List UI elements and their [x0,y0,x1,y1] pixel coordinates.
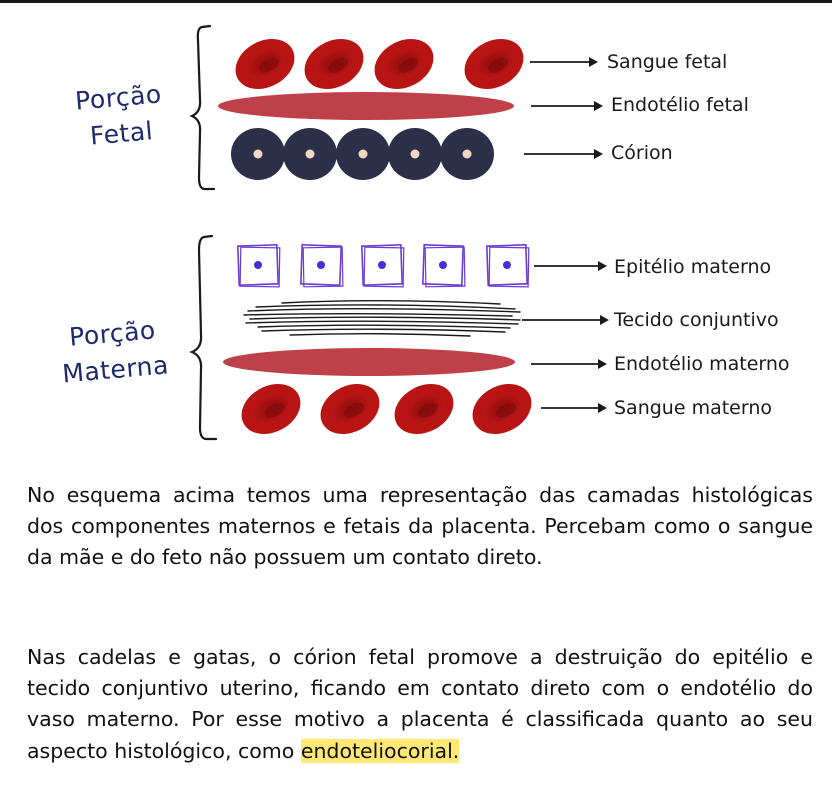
label-arrow [530,57,598,67]
epithelium-cell [422,244,466,288]
epithelium-cell [361,244,405,288]
paragraph-classification-main: Nas cadelas e gatas, o córion fetal prom… [27,645,813,763]
chorion-cell [440,128,494,180]
label-endotelio-fetal: Endotélio fetal [611,94,749,116]
label-arrow [534,261,607,271]
epithelium-cell [300,244,344,288]
fetal-rbc [304,39,364,89]
maternal-rbc [394,384,454,434]
fetal-bracket [189,24,216,191]
paragraph-classification: Nas cadelas e gatas, o córion fetal prom… [27,642,813,767]
paragraph-description: No esquema acima temos uma representação… [27,483,813,570]
chorion-cell [283,128,337,180]
label-arrow [522,315,609,325]
fetal-endothelium [218,92,514,120]
top-rule [0,0,832,3]
maternal-rbc [241,384,301,434]
fetal-rbc [464,39,524,89]
label-tecido-conjuntivo: Tecido conjuntivo [614,309,779,331]
maternal-rbc [472,384,532,434]
label-epitelio-materno: Epitélio materno [614,256,772,278]
fetal-blood-cells [235,39,524,89]
maternal-blood-cells [241,384,532,434]
label-arrows [522,57,609,413]
highlighted-term: endoteliocorial. [300,738,460,763]
epithelium-cell [486,244,530,288]
label-sangue-materno: Sangue materno [614,397,773,419]
fetal-rbc [374,39,434,89]
label-arrow [541,403,607,413]
label-arrow [531,101,603,111]
label-endotelio-materno: Endotélio materno [614,353,790,375]
label-arrow [531,359,607,369]
maternal-rbc [320,384,380,434]
fetal-portion-label: Porção Fetal [57,75,183,157]
fetal-rbc [235,39,295,89]
connective-tissue-fibers [243,300,521,337]
chorion-cells [231,128,494,180]
materna-bracket [189,234,218,441]
maternal-endothelium [223,348,515,376]
maternal-portion-label: Porção Materna [41,310,187,394]
label-arrow [524,149,603,159]
label-sangue-fetal: Sangue fetal [607,51,728,73]
label-corion: Córion [611,142,673,164]
maternal-epithelium-cells [237,244,530,288]
chorion-cell [388,128,442,180]
chorion-cell [231,128,285,180]
chorion-cell [336,128,390,180]
epithelium-cell [237,244,281,288]
